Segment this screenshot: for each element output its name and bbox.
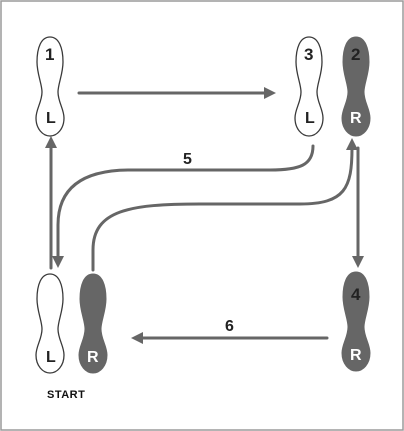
arrow-3-to-start bbox=[52, 144, 315, 268]
arrow-start-to-2 bbox=[91, 138, 358, 272]
start-left-side-label: L bbox=[46, 349, 56, 366]
footprint-start-left: L bbox=[35, 273, 65, 374]
footprint-step-2-right: 2 R bbox=[341, 36, 371, 137]
arrow-4-to-start bbox=[131, 332, 329, 344]
step-4-side-label: R bbox=[350, 347, 362, 364]
step-5-label: 5 bbox=[183, 151, 192, 168]
step-4-number: 4 bbox=[351, 285, 361, 304]
footprint-step-4-right: 4 R bbox=[341, 271, 371, 372]
step-3-side-label: L bbox=[305, 110, 315, 127]
footprint-step-1-left: 1 L bbox=[35, 36, 65, 137]
start-right-side-label: R bbox=[87, 349, 99, 366]
arrow-start-to-1 bbox=[45, 136, 57, 270]
arrow-1-to-3 bbox=[77, 87, 276, 99]
footprint-step-3-left: 3 L bbox=[294, 36, 324, 137]
step-2-side-label: R bbox=[350, 110, 362, 127]
step-2-number: 2 bbox=[351, 45, 360, 64]
step-1-side-label: L bbox=[46, 110, 56, 127]
step-3-number: 3 bbox=[304, 45, 313, 64]
arrow-2-to-4 bbox=[352, 146, 364, 268]
step-6-label: 6 bbox=[225, 318, 234, 335]
footprint-start-right: R bbox=[78, 273, 108, 374]
start-label: START bbox=[47, 389, 85, 401]
step-1-number: 1 bbox=[45, 45, 54, 64]
